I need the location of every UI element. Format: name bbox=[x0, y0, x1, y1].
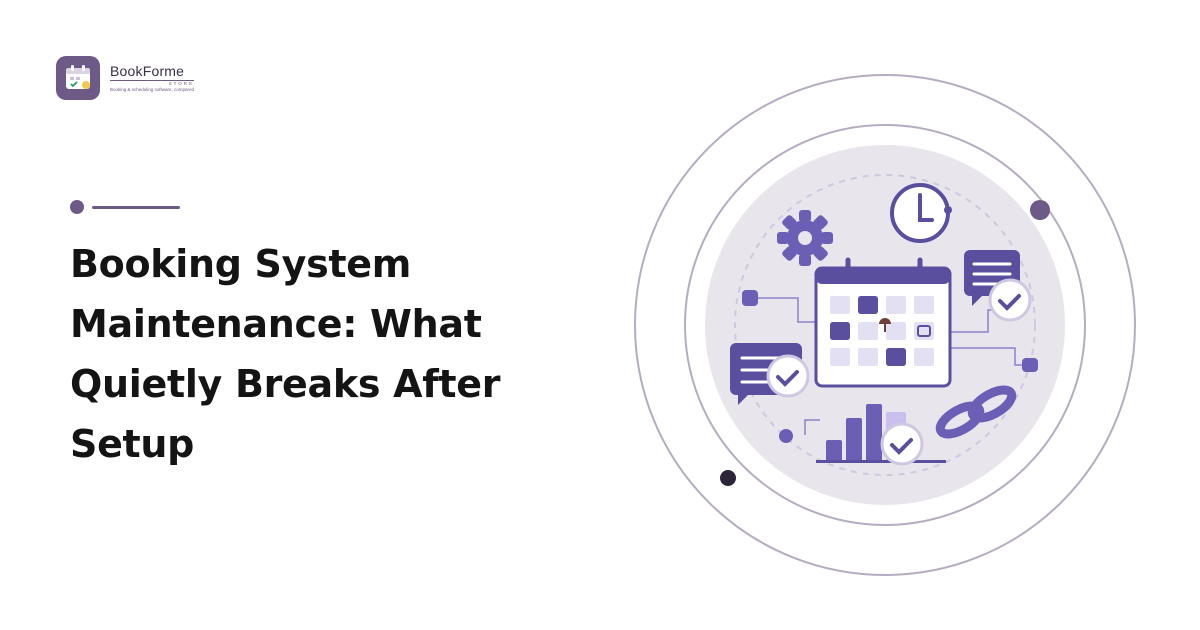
checkmark-icon-left bbox=[766, 354, 810, 398]
title-line-4: Setup bbox=[70, 422, 195, 466]
checkmark-icon bbox=[988, 278, 1032, 322]
clock-icon bbox=[890, 183, 952, 243]
accent-dot bbox=[70, 200, 84, 214]
hero-illustration bbox=[620, 60, 1150, 590]
outer-ring bbox=[634, 74, 1136, 576]
calendar-icon bbox=[814, 257, 952, 388]
calendar-logo-icon bbox=[56, 56, 100, 100]
checkmark-icon-bottom bbox=[880, 422, 924, 466]
title-line-2: Maintenance: What bbox=[70, 302, 482, 346]
brand-logo[interactable]: BookForme STORE Booking & scheduling sof… bbox=[56, 56, 195, 100]
middle-ring bbox=[684, 124, 1086, 526]
brand-tagline: Booking & scheduling software, compared bbox=[110, 86, 195, 92]
title-line-3: Quietly Breaks After bbox=[70, 362, 501, 406]
brand-name: BookForme bbox=[110, 63, 185, 79]
dashed-ring bbox=[734, 174, 1036, 476]
brand-store: STORE bbox=[110, 80, 195, 87]
page-title: Booking System Maintenance: What Quietly… bbox=[70, 234, 540, 474]
node-bottom-left bbox=[779, 429, 793, 443]
ring-dot-large bbox=[1030, 200, 1050, 220]
title-line-1: Booking System bbox=[70, 242, 412, 286]
link-chain-icon bbox=[935, 385, 1017, 439]
node-right bbox=[1022, 358, 1038, 372]
ring-dot-dark bbox=[720, 470, 736, 486]
gear-icon bbox=[777, 210, 833, 266]
accent-line bbox=[92, 205, 180, 209]
accent-divider bbox=[70, 200, 180, 214]
node-left bbox=[742, 290, 758, 306]
